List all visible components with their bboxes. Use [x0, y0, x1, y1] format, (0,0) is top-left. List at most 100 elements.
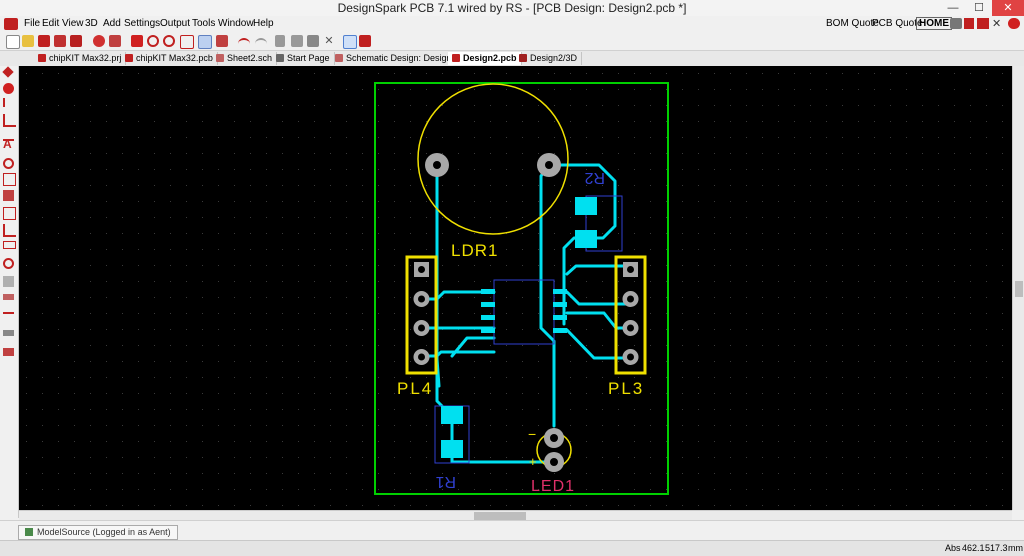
- tab-design2-pcb[interactable]: Design2.pcb: [448, 52, 522, 65]
- menu-add[interactable]: Add: [103, 18, 121, 29]
- project-icon: [38, 54, 46, 62]
- horizontal-scrollbar[interactable]: [19, 510, 1012, 521]
- tab-chipkit-pcb[interactable]: chipKIT Max32.pcb: [121, 52, 218, 65]
- pcb-quote-link[interactable]: PCB Quote: [872, 18, 923, 29]
- design-rules-icon[interactable]: [3, 348, 14, 356]
- save-icon[interactable]: [38, 35, 50, 47]
- maximize-button[interactable]: ☐: [974, 2, 984, 14]
- add-board-outline-icon[interactable]: [3, 224, 16, 237]
- menu-settings[interactable]: Settings: [124, 18, 161, 29]
- add-text-icon[interactable]: A: [3, 137, 12, 151]
- add-circle-icon[interactable]: [3, 158, 14, 169]
- ic-pad: [553, 328, 567, 333]
- ic-pad: [481, 302, 495, 307]
- modelsource-icon: [25, 528, 33, 536]
- ldr1-hole-2: [545, 161, 553, 169]
- add-shaped-track-icon[interactable]: [3, 312, 14, 325]
- pl4-hole-1: [418, 266, 425, 273]
- add-track-icon[interactable]: [3, 98, 16, 107]
- paste-icon[interactable]: [307, 35, 319, 47]
- r1-pad-1: [441, 406, 463, 424]
- undo-icon[interactable]: [238, 38, 250, 46]
- redo-icon[interactable]: [255, 38, 267, 46]
- start-page-icon: [276, 54, 284, 62]
- vertical-scrollbar[interactable]: [1012, 66, 1024, 510]
- ldr1-label: LDR1: [451, 241, 498, 260]
- horizontal-scroll-thumb[interactable]: [474, 512, 526, 520]
- close-button[interactable]: ✕: [992, 0, 1024, 16]
- grid-toggle-icon[interactable]: [198, 35, 212, 49]
- pl3-hole-1: [627, 266, 634, 273]
- add-pad-icon[interactable]: [3, 276, 14, 287]
- menu-edit[interactable]: Edit: [42, 18, 60, 29]
- app-logo-icon: [4, 18, 18, 30]
- track-ldr-r2: [547, 163, 617, 326]
- select-pointer-icon[interactable]: [343, 35, 357, 49]
- menu-file[interactable]: File: [24, 18, 41, 29]
- pl4-silkscreen: [405, 255, 438, 375]
- copy-icon[interactable]: [291, 35, 303, 47]
- add-drill-icon[interactable]: [3, 258, 14, 269]
- menu-tools[interactable]: Tools: [192, 18, 216, 29]
- bom-quote-link[interactable]: BOM Quote: [826, 18, 879, 29]
- home-button[interactable]: HOME: [916, 17, 952, 30]
- tab-sheet2-sch[interactable]: Sheet2.sch: [212, 52, 278, 65]
- measure-icon[interactable]: [3, 294, 14, 300]
- zoom-area-icon[interactable]: [180, 35, 194, 49]
- zoom-in-icon[interactable]: [147, 35, 159, 47]
- ic-pads: [481, 289, 567, 333]
- r2-pad-1: [575, 197, 597, 215]
- menu-help[interactable]: Help: [253, 18, 274, 29]
- cut-icon[interactable]: [275, 35, 285, 47]
- zoom-fit-icon[interactable]: [131, 35, 143, 47]
- tab-start-page[interactable]: Start Page: [272, 52, 335, 65]
- led1-plus-mark: +: [529, 454, 537, 469]
- add-component-icon[interactable]: [2, 66, 14, 78]
- led1-minus-mark: −: [528, 426, 536, 442]
- refresh-icon[interactable]: [216, 35, 228, 47]
- close-document-icon[interactable]: ✕: [992, 18, 1002, 30]
- zoom-out-icon[interactable]: [163, 35, 175, 47]
- tab-chipkit-prj[interactable]: chipKIT Max32.prj: [34, 52, 127, 65]
- add-connection-icon[interactable]: [3, 114, 16, 127]
- align-icon[interactable]: [3, 330, 14, 336]
- vertical-scroll-thumb[interactable]: [1015, 281, 1023, 297]
- add-copper-icon[interactable]: [3, 207, 16, 220]
- pcb-file-icon: [125, 54, 133, 62]
- new-file-icon[interactable]: [6, 35, 20, 49]
- menu-3d[interactable]: 3D: [85, 18, 98, 29]
- tab-design2-3d[interactable]: Design2/3D: [515, 52, 583, 65]
- pcb-canvas[interactable]: LDR1 PL4 PL3 R2: [19, 66, 1012, 510]
- save-all-icon[interactable]: [54, 35, 66, 47]
- settings-icon[interactable]: [93, 35, 105, 47]
- pl3-hole-3: [627, 324, 634, 332]
- ic-pad: [481, 328, 495, 333]
- select-mode-icon[interactable]: [359, 35, 371, 47]
- add-dimension-icon[interactable]: [3, 241, 16, 249]
- design-logo-icon: [977, 18, 989, 29]
- modelsource-tab[interactable]: ModelSource (Logged in as Aent): [18, 525, 178, 540]
- coordinate-mode: Abs: [945, 543, 961, 553]
- ic-outline: [493, 279, 555, 345]
- add-line-icon[interactable]: [3, 128, 14, 141]
- add-shape-icon[interactable]: [3, 190, 14, 201]
- ldr1-silkscreen: [417, 83, 569, 235]
- 3d-view-icon: [519, 54, 527, 62]
- led1-hole-2: [550, 458, 558, 466]
- add-via-icon[interactable]: [3, 83, 14, 94]
- pcb-design-icon: [452, 54, 460, 62]
- r2-pad-2: [575, 230, 597, 248]
- open-file-icon[interactable]: [22, 35, 34, 47]
- tab-schematic-design1[interactable]: Schematic Design: Design1: [331, 52, 462, 65]
- menu-window[interactable]: Window: [218, 18, 254, 29]
- menu-output[interactable]: Output: [160, 18, 191, 29]
- help-icon[interactable]: [1008, 18, 1020, 29]
- menu-view[interactable]: View: [62, 18, 84, 29]
- add-rectangle-icon[interactable]: [3, 173, 16, 186]
- grid-icon[interactable]: [109, 35, 121, 47]
- delete-icon[interactable]: ✕: [324, 35, 334, 47]
- window-title: DesignSpark PCB 7.1 wired by RS - [PCB D…: [337, 1, 687, 15]
- pl4-hole-4: [418, 353, 425, 361]
- print-icon[interactable]: [70, 35, 82, 47]
- minimize-button[interactable]: —: [947, 2, 959, 14]
